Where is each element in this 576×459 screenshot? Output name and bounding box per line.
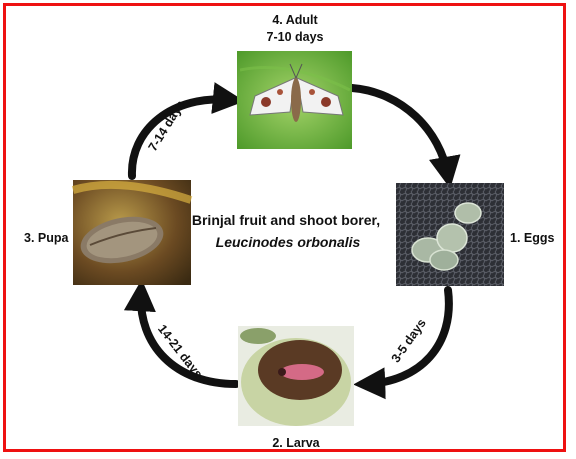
arrow-adult-to-eggs [352, 88, 448, 176]
diagram-title: Brinjal fruit and shoot borer, [192, 212, 380, 228]
adult-stage-duration: 7-10 days [267, 30, 324, 44]
egg-cluster-photo [396, 183, 504, 286]
eggs-stage-label: 1. Eggs [510, 231, 555, 245]
larva-stage-label: 2. Larva [272, 436, 320, 450]
larva-in-fruit-photo [238, 326, 354, 426]
eggs-to-larva-duration: 3-5 days [389, 316, 429, 365]
species-name: Leucinodes orbonalis [216, 234, 361, 250]
pupa-stage-label: 3. Pupa [24, 231, 70, 245]
pupa-photo [73, 180, 191, 285]
adult-moth-photo [237, 51, 352, 149]
adult-stage-label: 4. Adult [272, 13, 318, 27]
